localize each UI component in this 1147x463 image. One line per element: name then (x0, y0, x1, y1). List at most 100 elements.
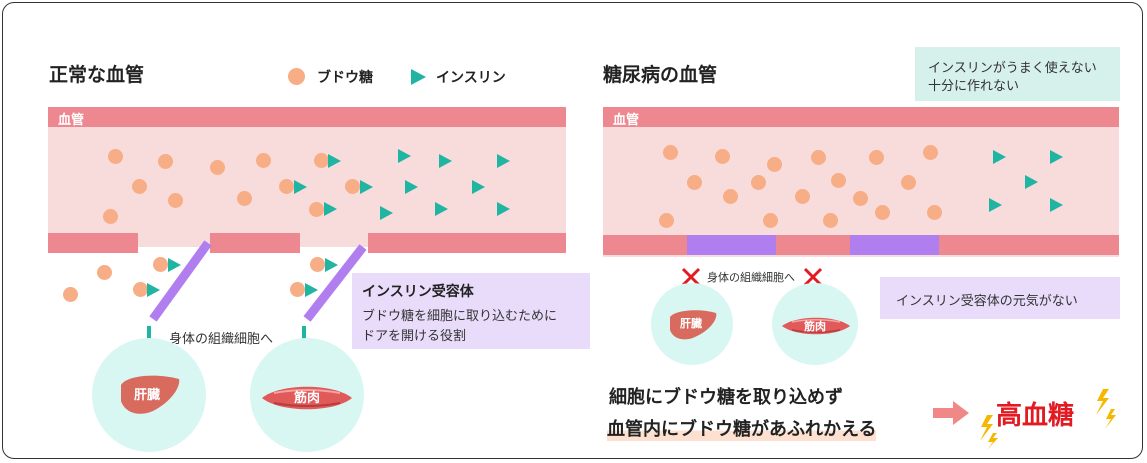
receptor-info-line1: ブドウ糖を細胞に取り込むために (362, 309, 558, 324)
glucose-dot (795, 189, 810, 204)
insulin-triangle (168, 258, 181, 272)
insulin-triangle (1050, 198, 1063, 212)
glucose-dot (811, 150, 826, 165)
glucose-dot (210, 160, 225, 175)
insulin-problem-line2: 十分に作れない (928, 79, 1020, 94)
target-cells-label: 身体の組織細胞へ (169, 332, 274, 347)
glucose-dot (314, 153, 329, 168)
glucose-dot (715, 149, 730, 164)
insulin-triangle (439, 154, 452, 168)
glucose-dot (97, 265, 112, 280)
hyperglycemia-label: 高血糖 (996, 401, 1075, 431)
muscle-icon (782, 317, 850, 335)
liver-icon (670, 310, 717, 340)
muscle-label: 筋肉 (804, 320, 826, 333)
glucose-dot (256, 153, 271, 168)
glucose-dot (290, 282, 305, 297)
insulin-triangle (989, 198, 1002, 212)
receptor-info-line2: ドアを開ける役割 (362, 329, 467, 344)
glucose-dot (767, 157, 782, 172)
weak-receptor-note: インスリン受容体の元気がない (896, 294, 1078, 309)
closed-receptor (850, 235, 939, 255)
spark-icons (980, 389, 1116, 450)
right-arrow-icon (933, 401, 969, 425)
glucose-dot (279, 179, 294, 194)
receptor-gate-open (138, 247, 210, 253)
glucose-dot (853, 191, 868, 206)
lightning-icon (1105, 409, 1116, 429)
glucose-dot (237, 191, 252, 206)
lightning-icon (987, 433, 998, 450)
normal-vessel-upper-wall (48, 107, 566, 127)
insulin-triangle (305, 283, 318, 297)
glucose-dot (687, 175, 702, 190)
normal-wall-segment (48, 233, 138, 253)
glucose-dot (103, 209, 118, 224)
lightning-icon (980, 415, 993, 441)
glucose-dot (751, 175, 766, 190)
glucose-dot (875, 205, 890, 220)
glucose-dot (763, 213, 778, 228)
insulin-problem-box: インスリンがうまく使えない 十分に作れない (915, 47, 1120, 101)
insulin-triangle (324, 202, 337, 216)
open-receptor (149, 240, 212, 322)
glucose-dot (158, 154, 173, 169)
insulin-triangle (294, 180, 307, 194)
weak-receptor-box: インスリン受容体の元気がない (880, 277, 1120, 319)
glucose-dot (831, 173, 846, 188)
glucose-dot (153, 257, 168, 272)
glucose-dot (923, 145, 938, 160)
glucose-dot (823, 213, 838, 228)
target-cells-label: 身体の組織細胞へ (707, 271, 795, 284)
insulin-triangle (398, 149, 411, 163)
glucose-dot (659, 213, 674, 228)
glucose-dot (345, 179, 360, 194)
insulin-legend-icon (411, 69, 426, 85)
glucose-dot (310, 257, 325, 272)
liver-label: 肝臓 (680, 317, 702, 330)
liver-icon (121, 375, 180, 414)
glucose-legend-label: ブドウ糖 (317, 70, 373, 86)
glucose-dot (901, 175, 916, 190)
insulin-triangle (1025, 175, 1038, 189)
glucose-dot (63, 287, 78, 302)
blocked-x-icon (803, 267, 823, 287)
lightning-icon (1096, 389, 1109, 415)
glucose-legend-icon (288, 68, 305, 85)
glucose-dot (133, 282, 148, 297)
insulin-triangle (328, 154, 341, 168)
diabetes-vessel-title: 糖尿病の血管 (603, 64, 718, 86)
diabetes-vessel-upper-wall (603, 107, 1119, 127)
insulin-legend-label: インスリン (436, 70, 506, 86)
glucose-dot (869, 150, 884, 165)
muscle-icon (262, 386, 352, 410)
glucose-dot (927, 205, 942, 220)
insulin-triangle (147, 283, 160, 297)
insulin-triangle (435, 202, 448, 216)
open-receptor (303, 244, 367, 322)
glucose-dot (723, 189, 738, 204)
liver-label: 肝臓 (134, 388, 161, 403)
glucose-dot (108, 149, 123, 164)
normal-vessel-label: 血管 (58, 113, 85, 128)
muscle-label: 筋肉 (294, 391, 321, 406)
normal-vessel-title: 正常な血管 (49, 64, 145, 86)
insulin-triangle (380, 206, 393, 220)
receptor-info-title: インスリン受容体 (362, 284, 474, 300)
normal-wall-segment (368, 233, 566, 253)
blocked-x-icon (681, 267, 701, 287)
insulin-triangle (325, 258, 338, 272)
insulin-triangle (472, 180, 485, 194)
insulin-triangle (360, 180, 373, 194)
insulin-triangle (497, 154, 510, 168)
result-line1: 細胞にブドウ糖を取り込めず (609, 387, 843, 408)
insulin-triangle (497, 202, 510, 216)
glucose-dot (663, 145, 678, 160)
insulin-triangle (993, 150, 1006, 164)
diabetes-vessel-label: 血管 (613, 113, 640, 128)
receptor-info-box: インスリン受容体 ブドウ糖を細胞に取り込むために ドアを開ける役割 (352, 273, 590, 349)
closed-receptor (687, 235, 776, 255)
glucose-dot (132, 179, 147, 194)
result-line2: 血管内にブドウ糖があふれかえる (607, 415, 877, 441)
